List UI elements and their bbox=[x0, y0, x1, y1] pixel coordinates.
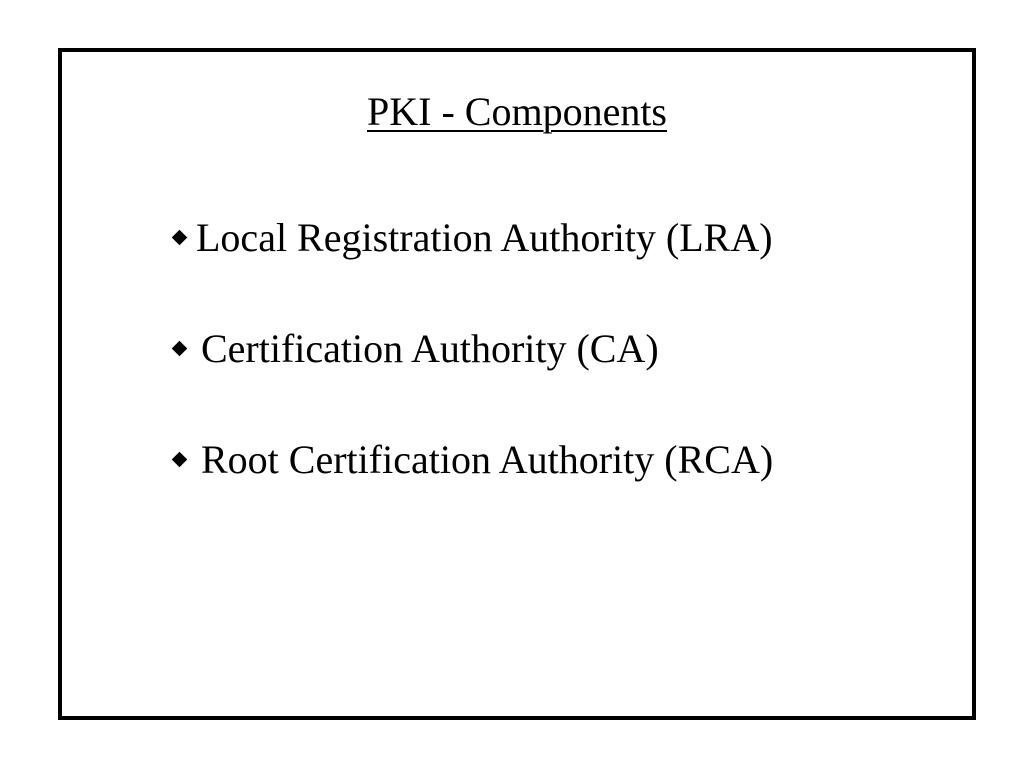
slide-title-text: PKI - Components bbox=[367, 89, 667, 134]
slide-title: PKI - Components bbox=[62, 88, 972, 136]
bullet-text: Certification Authority (CA) bbox=[201, 326, 659, 371]
bullet-item-ca: Certification Authority (CA) bbox=[170, 323, 773, 375]
bullet-text: Root Certification Authority (RCA) bbox=[201, 437, 774, 482]
bullet-item-rca: Root Certification Authority (RCA) bbox=[170, 434, 773, 486]
bullet-text: Local Registration Authority (LRA) bbox=[196, 215, 773, 260]
bullet-item-lra: Local Registration Authority (LRA) bbox=[170, 212, 773, 264]
diamond-bullet-icon bbox=[171, 229, 188, 245]
bullet-list: Local Registration Authority (LRA) Certi… bbox=[170, 212, 773, 545]
diamond-bullet-icon bbox=[171, 340, 188, 356]
diamond-bullet-icon bbox=[171, 451, 188, 467]
slide-frame: PKI - Components Local Registration Auth… bbox=[58, 48, 976, 720]
